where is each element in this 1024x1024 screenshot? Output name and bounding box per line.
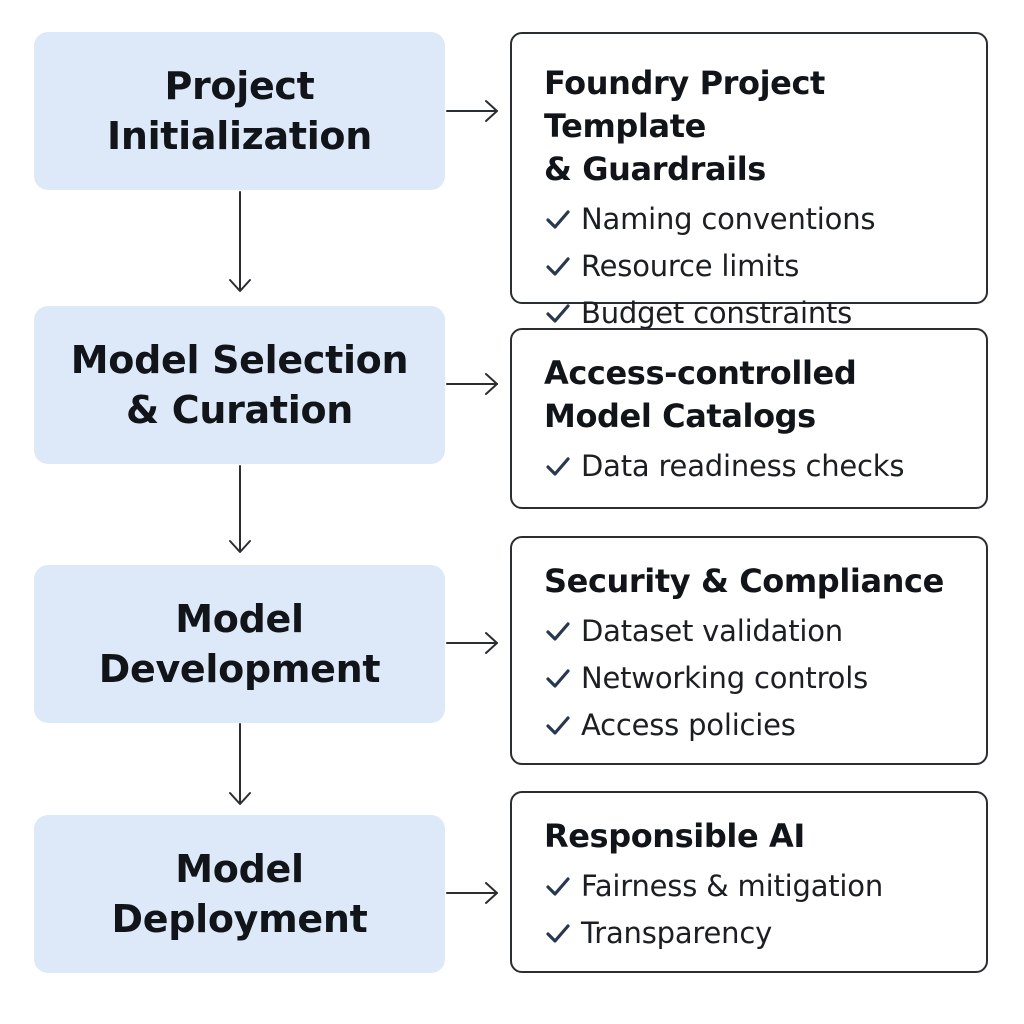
- list-item: Resource limits: [544, 242, 972, 289]
- item-label: Access policies: [581, 707, 796, 742]
- checkmark-icon: [546, 715, 570, 735]
- item-label: Resource limits: [581, 248, 800, 283]
- checkmark-icon: [546, 876, 570, 896]
- item-label: Data readiness checks: [581, 448, 905, 483]
- list-item: Transparency: [544, 909, 972, 956]
- checkmark-icon: [546, 209, 570, 229]
- right-arrow-1: [446, 100, 498, 122]
- right-arrow-4: [446, 882, 498, 904]
- checkmark-icon: [546, 923, 570, 943]
- list-item: Budget constraints: [544, 289, 972, 336]
- stage-label: Project Initialization: [106, 64, 372, 158]
- card-title: Access-controlled Model Catalogs: [544, 354, 857, 435]
- stage-label: Model Deployment: [111, 847, 368, 941]
- card-model-catalogs: Access-controlled Model Catalogs Data re…: [510, 328, 988, 509]
- card-checklist: Dataset validation Networking controls A…: [544, 607, 972, 748]
- checkmark-icon: [546, 668, 570, 688]
- card-checklist: Naming conventions Resource limits Budge…: [544, 195, 972, 336]
- item-label: Budget constraints: [581, 295, 853, 330]
- stage-model-deployment: Model Deployment: [34, 815, 445, 973]
- down-arrow-1: [229, 191, 251, 292]
- checkmark-icon: [546, 256, 570, 276]
- item-label: Naming conventions: [581, 201, 876, 236]
- card-security-compliance: Security & Compliance Dataset validation…: [510, 536, 988, 765]
- stage-label: Model Development: [98, 597, 381, 691]
- card-responsible-ai: Responsible AI Fairness & mitigation Tra…: [510, 791, 988, 973]
- item-label: Transparency: [581, 915, 773, 950]
- list-item: Dataset validation: [544, 607, 972, 654]
- right-arrow-2: [446, 373, 498, 395]
- card-checklist: Data readiness checks: [544, 442, 972, 489]
- item-label: Dataset validation: [581, 613, 843, 648]
- card-checklist: Fairness & mitigation Transparency: [544, 862, 972, 956]
- right-arrow-3: [446, 632, 498, 654]
- card-title: Security & Compliance: [544, 562, 944, 600]
- card-title: Responsible AI: [544, 817, 805, 855]
- checkmark-icon: [546, 303, 570, 323]
- checkmark-icon: [546, 456, 570, 476]
- list-item: Networking controls: [544, 654, 972, 701]
- checkmark-icon: [546, 621, 570, 641]
- down-arrow-2: [229, 465, 251, 553]
- list-item: Naming conventions: [544, 195, 972, 242]
- list-item: Access policies: [544, 701, 972, 748]
- down-arrow-3: [229, 723, 251, 805]
- card-foundry-template: Foundry Project Template & Guardrails Na…: [510, 32, 988, 330]
- item-label: Fairness & mitigation: [581, 868, 884, 903]
- list-item: Data readiness checks: [544, 442, 972, 489]
- stage-model-selection: Model Selection & Curation: [34, 306, 445, 464]
- stage-model-development: Model Development: [34, 565, 445, 723]
- item-label: Networking controls: [581, 660, 868, 695]
- card-title: Foundry Project Template & Guardrails: [544, 64, 825, 188]
- stage-project-initialization: Project Initialization: [34, 32, 445, 190]
- list-item: Fairness & mitigation: [544, 862, 972, 909]
- stage-label: Model Selection & Curation: [70, 338, 409, 432]
